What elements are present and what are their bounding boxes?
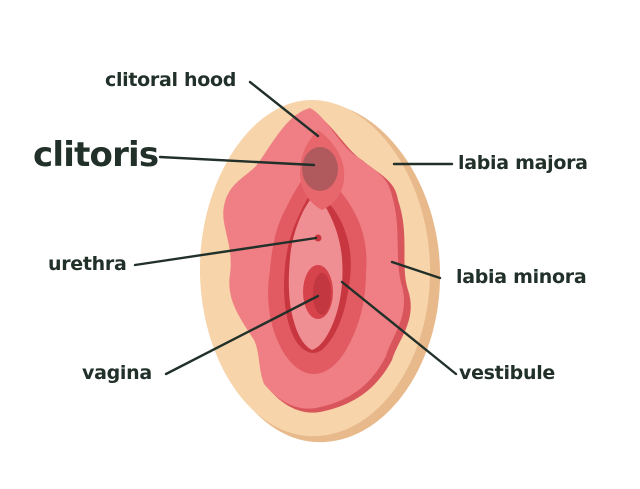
label-clitoris: clitoris — [33, 135, 159, 175]
leader-lines — [133, 80, 458, 376]
leader-labia-minora — [390, 260, 442, 280]
clitoris — [302, 147, 338, 191]
leader-vagina — [164, 294, 320, 376]
label-vestibule: vestibule — [459, 362, 556, 384]
urethra-opening — [314, 234, 322, 242]
vagina-opening-inner — [313, 273, 331, 315]
label-urethra: urethra — [48, 253, 127, 275]
label-vagina: vagina — [82, 362, 152, 384]
leader-clitoral-hood — [248, 80, 320, 138]
leader-urethra — [133, 236, 318, 267]
leader-clitoris — [158, 155, 316, 167]
label-labia-minora: labia minora — [456, 266, 587, 288]
label-clitoral-hood: clitoral hood — [105, 69, 237, 91]
label-labia-majora: labia majora — [458, 152, 588, 174]
leader-vestibule — [340, 280, 458, 376]
